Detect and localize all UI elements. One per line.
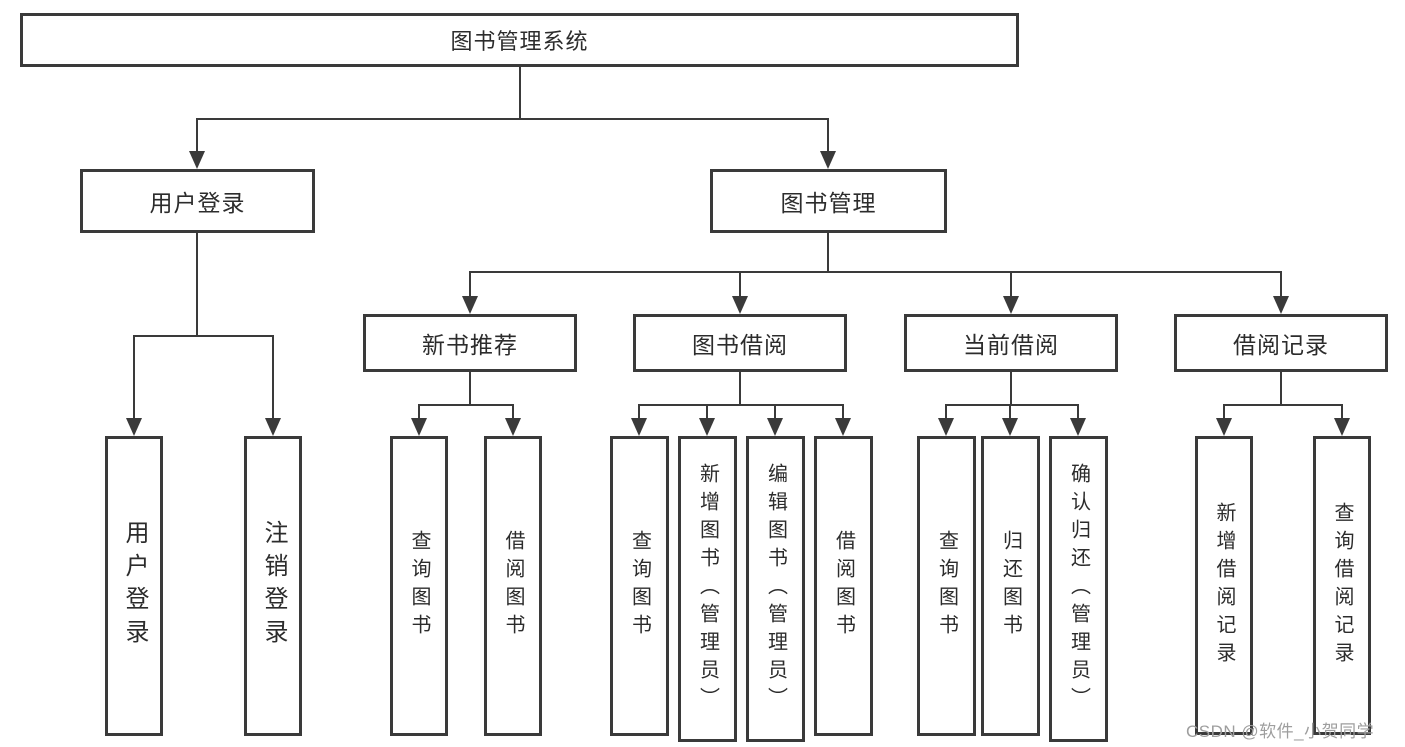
node-label: 新书推荐 (422, 332, 518, 358)
connector-line (1223, 405, 1225, 419)
connector-line (418, 405, 420, 419)
leaf-label: 用户登录 (121, 520, 148, 652)
leaf-label: 编辑图书（管理员） (764, 463, 787, 715)
leaf-user-login: 用户登录 (105, 436, 163, 736)
arrow-down-icon (126, 418, 142, 436)
arrow-down-icon (820, 151, 836, 169)
connector-line (272, 336, 274, 418)
leaf-label: 归还图书 (999, 530, 1022, 642)
connector-line (842, 405, 844, 419)
connector-line (469, 271, 1282, 273)
leaf-label: 查询图书 (408, 530, 430, 642)
connector-line (827, 233, 829, 272)
arrow-down-icon (1334, 418, 1350, 436)
node-new-book-recommend: 新书推荐 (363, 314, 577, 372)
arrow-down-icon (938, 418, 954, 436)
connector-line (1280, 272, 1282, 297)
connector-line (196, 118, 829, 120)
node-label: 图书管理 (780, 190, 877, 216)
node-book-borrow: 图书借阅 (633, 314, 847, 372)
leaf-confirm-return-admin: 确认归还（管理员） (1049, 436, 1108, 742)
connector-line (133, 336, 135, 418)
connector-line (1223, 404, 1343, 406)
leaf-label: 借阅图书 (832, 530, 855, 642)
connector-line (1009, 405, 1011, 419)
connector-line (739, 372, 741, 405)
connector-line (739, 272, 741, 297)
arrow-down-icon (1070, 418, 1086, 436)
arrow-down-icon (1216, 418, 1232, 436)
leaf-return-books: 归还图书 (981, 436, 1040, 736)
connector-line (706, 405, 708, 419)
arrow-down-icon (265, 418, 281, 436)
node-label: 借阅记录 (1233, 332, 1329, 358)
connector-line (418, 404, 514, 406)
node-label: 当前借阅 (963, 332, 1059, 358)
leaf-query-books: 查询图书 (917, 436, 976, 736)
arrow-down-icon (189, 151, 205, 169)
leaf-label: 查询图书 (628, 530, 651, 642)
leaf-edit-books-admin: 编辑图书（管理员） (746, 436, 805, 742)
csdn-watermark: CSDN @软件_小贺同学 (1186, 722, 1375, 741)
leaf-borrow-books: 借阅图书 (814, 436, 873, 736)
arrow-down-icon (699, 418, 715, 436)
connector-line (638, 405, 640, 419)
arrow-down-icon (1003, 296, 1019, 314)
connector-line (774, 405, 776, 419)
node-label: 用户登录 (149, 190, 246, 216)
arrow-down-icon (1273, 296, 1289, 314)
node-label: 图书借阅 (692, 332, 788, 358)
leaf-label: 新增借阅记录 (1213, 501, 1235, 670)
leaf-label: 借阅图书 (502, 530, 524, 642)
node-borrow-records: 借阅记录 (1174, 314, 1388, 372)
connector-line (1341, 405, 1343, 419)
node-user-login: 用户登录 (80, 169, 315, 233)
connector-line (945, 404, 1079, 406)
node-library-management-system: 图书管理系统 (20, 13, 1019, 67)
connector-line (1077, 405, 1079, 419)
arrow-down-icon (505, 418, 521, 436)
leaf-label: 新增图书（管理员） (696, 463, 719, 715)
node-current-borrow: 当前借阅 (904, 314, 1118, 372)
connector-line (827, 119, 829, 152)
connector-line (512, 405, 514, 419)
connector-line (196, 119, 198, 152)
connector-line (945, 405, 947, 419)
arrow-down-icon (1002, 418, 1018, 436)
arrow-down-icon (411, 418, 427, 436)
connector-line (1280, 372, 1282, 405)
leaf-query-borrow-record: 查询借阅记录 (1313, 436, 1371, 735)
leaf-label: 查询图书 (935, 530, 958, 642)
arrow-down-icon (767, 418, 783, 436)
connector-line (469, 372, 471, 405)
connector-line (1010, 272, 1012, 297)
leaf-label: 注销登录 (260, 520, 287, 652)
leaf-query-books: 查询图书 (610, 436, 669, 736)
leaf-borrow-books: 借阅图书 (484, 436, 542, 736)
connector-line (1010, 372, 1012, 405)
arrow-down-icon (732, 296, 748, 314)
arrow-down-icon (835, 418, 851, 436)
leaf-query-books: 查询图书 (390, 436, 448, 736)
connector-line (519, 67, 521, 119)
arrow-down-icon (631, 418, 647, 436)
arrow-down-icon (462, 296, 478, 314)
leaf-label: 确认归还（管理员） (1067, 463, 1090, 715)
leaf-add-borrow-record: 新增借阅记录 (1195, 436, 1253, 735)
node-label: 图书管理系统 (450, 29, 589, 54)
leaf-logout: 注销登录 (244, 436, 302, 736)
node-book-management: 图书管理 (710, 169, 947, 233)
connector-line (638, 404, 844, 406)
leaf-add-books-admin: 新增图书（管理员） (678, 436, 737, 742)
leaf-label: 查询借阅记录 (1331, 501, 1353, 670)
connector-line (196, 233, 198, 336)
connector-line (469, 272, 471, 297)
connector-line (133, 335, 274, 337)
